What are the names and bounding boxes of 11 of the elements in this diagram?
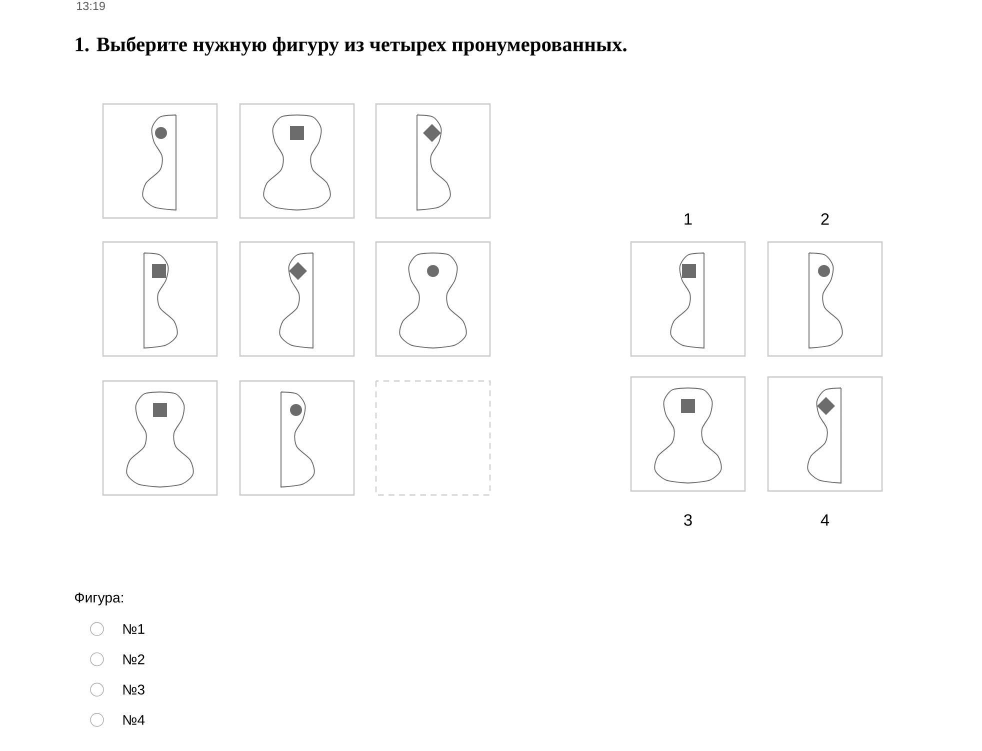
- option-number: 1: [684, 213, 692, 225]
- option-number: 4: [820, 514, 830, 526]
- radio-option: №1: [90, 622, 144, 636]
- time-text: 13:19: [77, 2, 105, 10]
- option-number: 2: [821, 213, 829, 225]
- option-number: 3: [684, 514, 692, 526]
- question-title: 1. Выберите нужную фигуру из четырех пронумерованных.: [76, 36, 626, 56]
- radio-option: №4: [90, 713, 145, 727]
- radio-option: №2: [90, 652, 144, 666]
- answer-prompt: Фигура:: [74, 592, 123, 606]
- radio-option: №3: [90, 682, 144, 696]
